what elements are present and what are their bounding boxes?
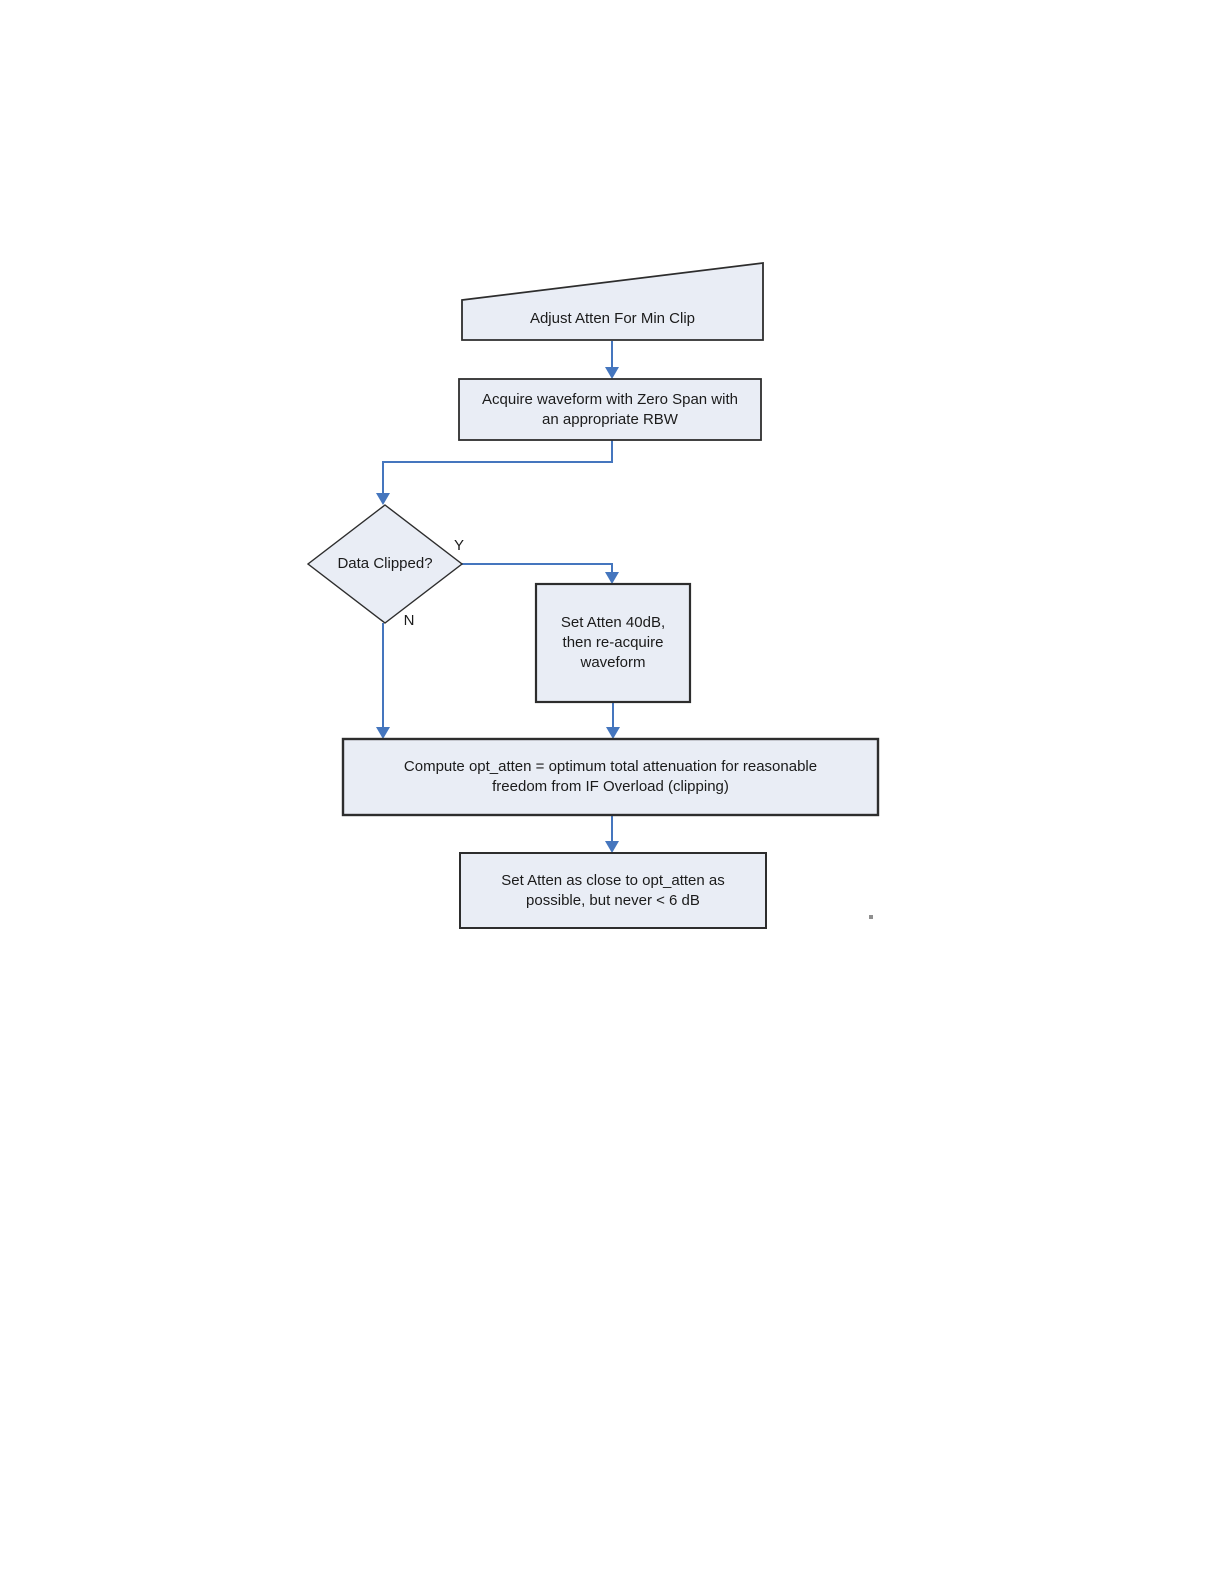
final-node-label: Set Atten as close to opt_atten as possi… — [501, 871, 725, 909]
compute-node-label: Compute opt_atten = optimum total attenu… — [403, 758, 818, 795]
arrowhead-yes-branch — [605, 572, 619, 584]
acquire-node-label: Acquire waveform with Zero Span with an … — [482, 390, 738, 428]
stray-dot-artifact — [869, 915, 873, 919]
set-atten-40db-node-shape — [534, 582, 692, 704]
set-atten-40db-node-label: Set Atten 40dB, then re-acquire waveform — [560, 614, 666, 671]
title-node-shape — [461, 261, 764, 341]
title-node-label: Adjust Atten For Min Clip — [529, 310, 696, 327]
connector-acquire-to-decision — [382, 440, 613, 495]
arrowhead-title-to-acquire — [605, 367, 619, 379]
no-branch-label: N — [403, 612, 415, 629]
yes-branch-label: Y — [453, 537, 464, 554]
arrowhead-acquire-to-decision — [376, 493, 390, 505]
final-node-shape — [459, 852, 767, 929]
acquire-node-shape — [458, 378, 762, 441]
compute-node-shape — [341, 737, 880, 817]
decision-diamond-shape — [306, 504, 464, 624]
arrowhead-set40-to-compute — [606, 727, 620, 739]
arrowhead-no-branch — [376, 727, 390, 739]
arrowhead-compute-to-final — [605, 841, 619, 853]
connector-yes-branch — [462, 563, 613, 574]
decision-node-label: Data Clipped? — [337, 555, 433, 572]
